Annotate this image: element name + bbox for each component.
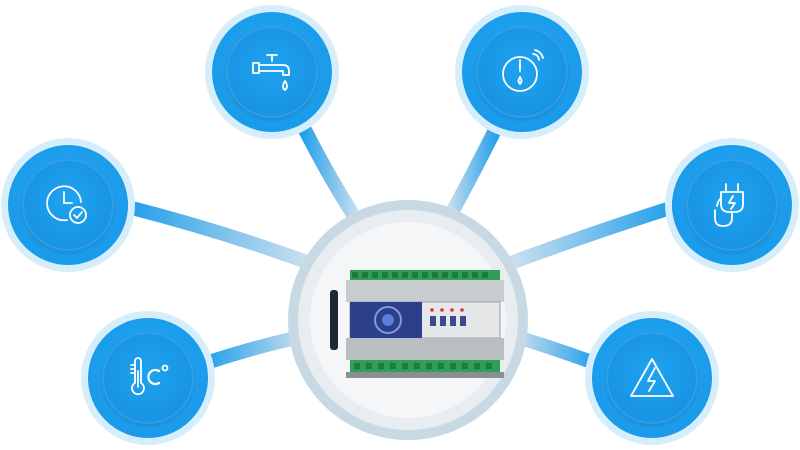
water-tap-icon [252,54,290,91]
thermometer-celsius-icon [130,357,169,396]
clock-check-icon [46,185,87,224]
controller-hub [298,210,518,430]
pressure-gauge-icon [502,49,544,92]
feature-node-schedule-clock[interactable] [8,145,128,265]
feature-node-high-voltage[interactable] [592,318,712,438]
feature-node-pressure-gauge[interactable] [462,12,582,132]
power-plug-icon [714,183,744,227]
feature-node-power-plug[interactable] [672,145,792,265]
controller-device-image [330,270,504,378]
feature-node-water-tap[interactable] [212,12,332,132]
feature-node-temperature[interactable] [88,318,208,438]
high-voltage-warning-icon [630,358,674,397]
